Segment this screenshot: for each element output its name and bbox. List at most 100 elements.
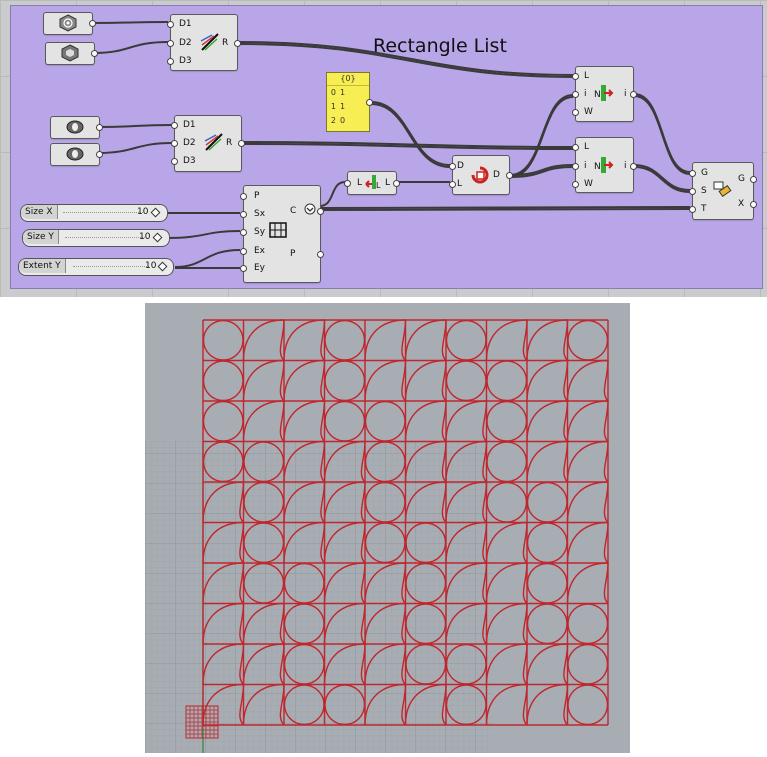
input-grip[interactable]: [171, 140, 178, 147]
input-grip[interactable]: [240, 229, 247, 236]
random-component-a[interactable]: D1 D2 D3 R: [167, 14, 241, 71]
output-grip[interactable]: [317, 251, 324, 258]
output-label-g: G: [738, 174, 745, 184]
param-brep-b[interactable]: [50, 143, 103, 166]
input-grip[interactable]: [167, 21, 174, 28]
list-item-component-a[interactable]: L i W i N: [572, 66, 637, 122]
param-hex-a[interactable]: [45, 42, 98, 65]
cell-arc: [445, 400, 488, 442]
panel-index: 1: [330, 102, 336, 111]
param-spiral-a[interactable]: [43, 12, 96, 35]
slider-extent-y[interactable]: Extent Y 10: [18, 258, 174, 276]
list-item-component-b[interactable]: L i W i N: [572, 137, 637, 193]
cell-circle: [486, 481, 528, 523]
panel-list[interactable]: {0} 0 1 1 1 2 0: [326, 72, 373, 132]
input-label-ey: Ey: [254, 263, 266, 273]
input-grip[interactable]: [240, 248, 247, 255]
cell-arc: [526, 400, 569, 442]
list-item-icon: N: [594, 85, 614, 101]
param-brep-a[interactable]: [50, 116, 103, 139]
cell-arc: [323, 643, 366, 685]
input-grip[interactable]: [572, 109, 579, 116]
input-grip[interactable]: [572, 163, 579, 170]
output-grip[interactable]: [506, 172, 513, 179]
cell-circle: [283, 562, 325, 604]
output-grip[interactable]: [89, 20, 96, 27]
slider-knob[interactable]: [152, 232, 163, 243]
input-grip[interactable]: [171, 158, 178, 165]
slider-knob[interactable]: [157, 261, 168, 272]
cell-circle: [445, 643, 487, 685]
output-grip[interactable]: [96, 151, 103, 158]
cell-arc: [364, 643, 407, 685]
input-grip[interactable]: [240, 265, 247, 272]
output-grip[interactable]: [317, 208, 324, 215]
input-grip[interactable]: [449, 163, 456, 170]
slider-track[interactable]: [63, 212, 143, 213]
rhino-viewport[interactable]: [145, 303, 630, 753]
input-grip[interactable]: [240, 193, 247, 200]
output-label-i: i: [624, 89, 627, 99]
cell-arc: [283, 521, 326, 564]
output-label-r: R: [222, 38, 229, 48]
duplicate-data-component[interactable]: D L D: [449, 155, 513, 195]
output-grip[interactable]: [750, 176, 757, 183]
slider-track[interactable]: [73, 266, 149, 267]
cell-arc: [283, 359, 326, 402]
slider-track[interactable]: [65, 237, 145, 238]
input-grip[interactable]: [449, 181, 456, 188]
input-label-l: L: [357, 178, 363, 188]
output-grip[interactable]: [630, 163, 637, 170]
slider-value: 10: [139, 232, 151, 242]
grasshopper-canvas[interactable]: Rectangle List: [0, 0, 767, 297]
input-grip[interactable]: [344, 180, 351, 187]
input-grip[interactable]: [167, 40, 174, 47]
random-component-b[interactable]: D1 D2 D3 R: [171, 115, 245, 172]
cell-arc: [364, 683, 407, 726]
cell-arc: [566, 359, 609, 402]
input-grip[interactable]: [689, 188, 696, 195]
cell-arc: [566, 521, 609, 564]
output-grip[interactable]: [96, 124, 103, 131]
cell-arc: [526, 440, 569, 483]
output-grip[interactable]: [366, 99, 373, 106]
cell-circle: [567, 603, 609, 645]
output-grip[interactable]: [234, 40, 241, 47]
input-grip[interactable]: [572, 181, 579, 188]
input-grip[interactable]: [240, 211, 247, 218]
cell-arc: [364, 562, 407, 604]
cell-arc: [242, 359, 285, 402]
input-grip[interactable]: [689, 170, 696, 177]
input-label-g: G: [701, 168, 708, 178]
input-grip[interactable]: [572, 144, 579, 151]
cell-arc: [404, 481, 447, 523]
cell-circle: [283, 684, 325, 726]
output-grip[interactable]: [393, 180, 400, 187]
input-grip[interactable]: [572, 73, 579, 80]
output-grip[interactable]: [238, 140, 245, 147]
cell-arc: [323, 562, 366, 604]
slider-size-x[interactable]: Size X 10: [20, 204, 168, 222]
output-grip[interactable]: [630, 91, 637, 98]
list-length-component[interactable]: L L L: [344, 171, 400, 195]
input-grip[interactable]: [572, 91, 579, 98]
input-grip[interactable]: [167, 58, 174, 65]
slider-knob[interactable]: [150, 207, 161, 218]
cell-circle: [486, 400, 528, 442]
output-grip[interactable]: [91, 50, 98, 57]
rectangular-grid-component[interactable]: P Sx Sy Ex Ey C P: [240, 185, 324, 283]
cell-arc: [566, 440, 609, 483]
input-grip[interactable]: [171, 122, 178, 129]
cell-circle: [202, 400, 244, 442]
input-label-sx: Sx: [254, 209, 266, 219]
cell-arc: [566, 562, 609, 604]
slider-size-y[interactable]: Size Y 10: [22, 229, 170, 247]
cell-circle: [364, 522, 406, 564]
cell-circle: [526, 562, 568, 604]
output-grip[interactable]: [750, 201, 757, 208]
cell-arc: [526, 319, 569, 361]
cell-arc: [485, 319, 528, 361]
panel-row: 2 0: [327, 114, 369, 128]
input-grip[interactable]: [689, 206, 696, 213]
orient-component[interactable]: G S T G X: [689, 162, 757, 220]
